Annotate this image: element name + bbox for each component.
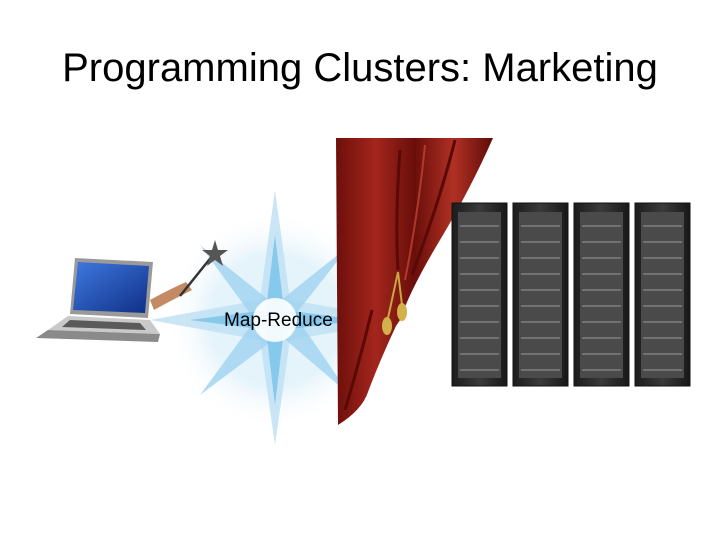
starburst-icon (150, 190, 405, 445)
laptop-icon (36, 258, 160, 342)
server-racks (451, 202, 691, 387)
server-rack-icon (573, 202, 630, 387)
server-rack-icon (451, 202, 508, 387)
server-rack-icon (634, 202, 691, 387)
map-reduce-label: Map-Reduce (224, 310, 333, 331)
server-rack-icon (512, 202, 569, 387)
magic-wand-icon (150, 240, 228, 310)
slide-title: Programming Clusters: Marketing (62, 46, 658, 90)
